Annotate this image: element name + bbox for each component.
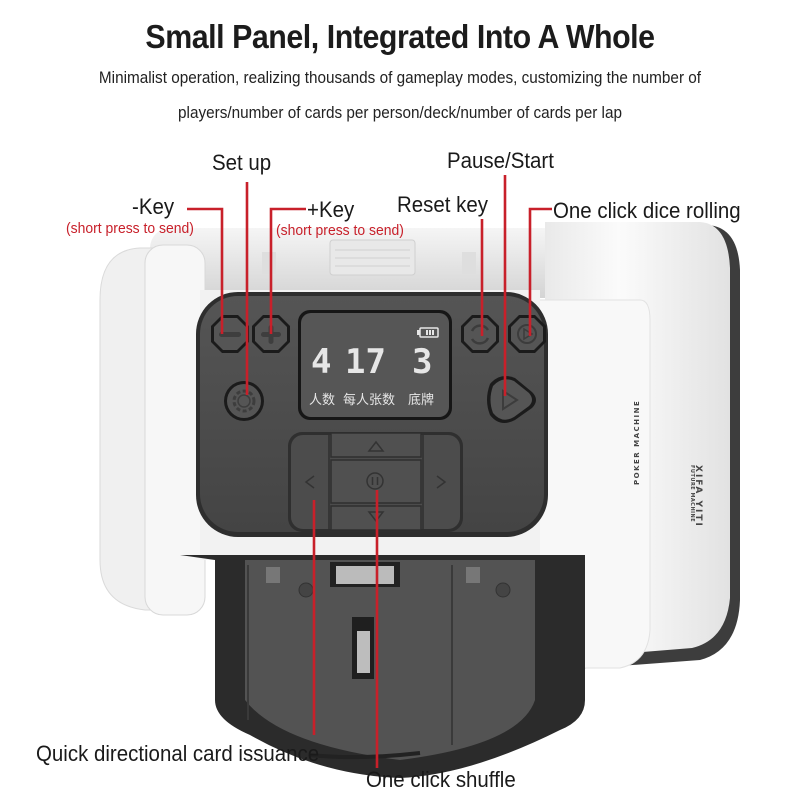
deck-label: 底牌 [408,393,435,408]
brand-subtext: FUTURE MACHINE [689,465,695,523]
callout-line-dice [528,207,552,336]
chevron-left-icon [304,475,315,489]
label-reset-key: Reset key [397,192,488,217]
refresh-icon [470,324,490,345]
pause-icon [366,472,384,490]
reset-button[interactable] [461,315,499,353]
label-pause-start: Pause/Start [447,148,554,173]
subtitle-line-2: players/number of cards per person/deck/… [178,103,622,122]
deck-count: 3 [412,342,433,382]
players-count: 4 [311,342,332,382]
label-directional: Quick directional card issuance [36,741,320,766]
callout-line-minus [187,207,224,334]
setup-button[interactable] [224,381,264,421]
page-title: Small Panel, Integrated Into A Whole [145,18,655,55]
dice-button[interactable] [508,315,546,353]
play-icon [502,389,519,411]
chevron-up-icon [367,440,385,452]
note-plus-key: (short press to send) [276,222,404,239]
label-plus-key: +Key [307,197,355,222]
side-text: POKER MACHINE [633,399,641,485]
note-minus-key: (short press to send) [66,220,194,237]
label-setup: Set up [212,150,272,175]
label-dice-rolling: One click dice rolling [553,198,741,223]
chevron-right-icon [436,475,447,489]
subtitle-line-1: Minimalist operation, realizing thousand… [98,68,702,87]
lcd-screen [298,310,452,420]
minus-button[interactable] [211,315,249,353]
callout-line-plus [269,207,306,334]
pause-start-button[interactable] [487,376,536,424]
label-shuffle: One click shuffle [366,767,516,792]
cards-per-person-label: 每人张数 [343,393,396,408]
minus-icon [219,332,241,337]
battery-icon [417,327,439,338]
callout-lines [187,175,552,768]
dice-play-icon [517,324,537,344]
direction-pad[interactable] [288,432,463,532]
gear-icon [232,389,256,413]
device-top [150,228,670,298]
cards-per-person-count: 17 [345,342,386,382]
players-label: 人数 [309,393,336,408]
device-base [180,555,585,778]
label-minus-key: -Key [132,194,175,219]
up-key[interactable] [330,432,422,458]
